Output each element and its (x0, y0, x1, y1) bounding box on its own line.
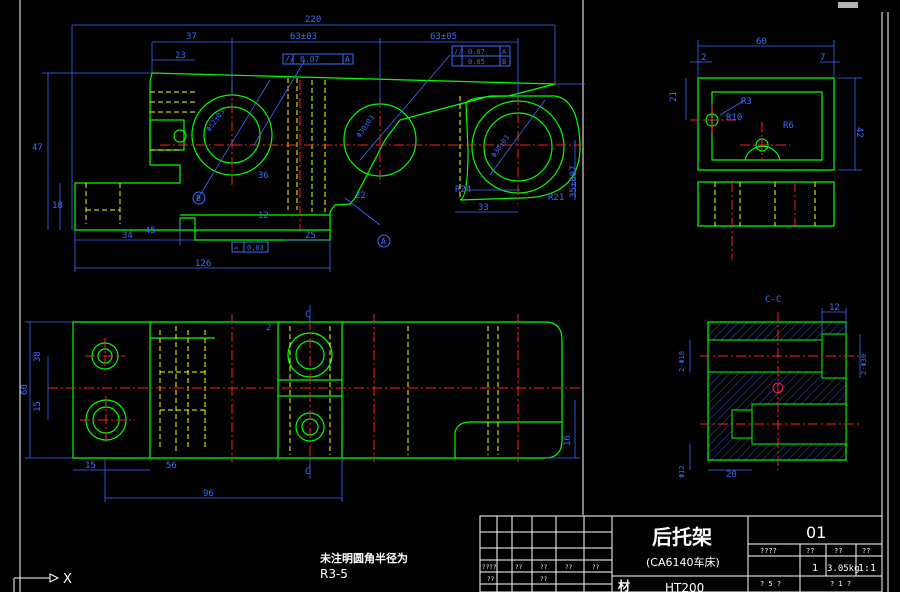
ucs-x-label: X (63, 572, 72, 587)
side-dim-7: 7 (820, 53, 825, 63)
dim-r24: R24 (455, 185, 471, 195)
fcf-flatness: ▱ 0.03 (231, 241, 269, 253)
fcf-parallel-a-value: 0.07 (300, 55, 319, 64)
dim-45: 45 (145, 226, 156, 236)
left-mark-3: ?? (540, 564, 548, 571)
datum-b-marker: B (192, 191, 206, 205)
svg-text:Φ30±03: Φ30±03 (490, 134, 511, 159)
section-dim-12: 12 (829, 303, 840, 313)
top-dim-w15: 15 (85, 461, 96, 471)
top-view: 60 38 15 15 56 96 16 2 C C (20, 305, 580, 502)
section-title: C-C (765, 295, 781, 305)
note-line-2: R3-5 (320, 567, 348, 581)
dim-r21: R21 (548, 193, 564, 203)
row-mark-3: ?? (834, 547, 842, 555)
top-dim-56: 56 (166, 461, 177, 471)
svg-text:A: A (381, 237, 386, 246)
left-mark-5: ?? (592, 564, 600, 571)
dim-47: 47 (32, 143, 43, 153)
row-mark-2: ?? (806, 547, 814, 555)
top-dim-15: 15 (33, 401, 43, 412)
left-mark-1: ???? (482, 564, 497, 571)
quantity: 1 (812, 563, 818, 574)
top-dim-38: 38 (33, 351, 43, 362)
dim-22: 22 (355, 191, 366, 201)
scale: 1:1 (858, 563, 876, 574)
dim-23: 23 (175, 51, 186, 61)
svg-text://: // (454, 48, 462, 56)
fcf-tol-top: 0.07 (468, 48, 485, 56)
left-mark-4: ?? (565, 564, 573, 571)
svg-text:Φ30±03: Φ30±03 (355, 114, 376, 139)
fcf-parallel-a: // 0.07 A (282, 53, 354, 65)
top-c-label-bottom: C (305, 467, 310, 477)
dim-18: 18 (52, 201, 63, 211)
svg-text:??: ?? (540, 576, 548, 583)
drawing-number: 01 (806, 523, 826, 542)
weight: 3.05kg (827, 564, 860, 574)
top-dim-96: 96 (203, 489, 214, 499)
dim-37: 37 (186, 32, 197, 42)
material-label: 材 (617, 578, 630, 592)
side-dim-60: 60 (756, 37, 767, 47)
dim-63a: 63±03 (290, 32, 317, 42)
note-line-1: 未注明圆角半径为 (319, 551, 408, 565)
dim-overall-width: 220 (305, 15, 321, 25)
section-dim-d18a: 2-Φ18 (678, 351, 686, 372)
dim-126: 126 (195, 259, 211, 269)
fcf-tol-bottom: 0.05 (468, 58, 485, 66)
svg-text:▱: ▱ (234, 244, 239, 252)
machine-name: (CA6140车床) (646, 555, 720, 569)
front-dim-text: 220 37 63±03 63±05 23 47 18 34 45 25 126… (32, 15, 579, 269)
section-dim-d18b: 2-Φ30 (860, 354, 868, 375)
section-dim-d12: Φ12 (678, 465, 686, 478)
dim-25: 25 (305, 231, 316, 241)
dim-36: 36 (258, 171, 269, 181)
section-view: C-C 12 20 2-Φ18 2-Φ30 Φ12 (678, 295, 868, 480)
svg-text:B: B (196, 194, 201, 203)
fcf-double: // 0.07 A 0.05 B (451, 45, 511, 67)
side-dim-r10: R10 (726, 113, 742, 123)
side-dim-r6: R6 (783, 121, 794, 131)
top-c-label-top: C (305, 310, 310, 320)
notes: 未注明圆角半径为 R3-5 (319, 551, 408, 581)
row-mark-1: ???? (760, 547, 777, 555)
dim-34: 34 (122, 231, 133, 241)
front-dimensions (42, 24, 585, 272)
side-view: 60 2 7 42 21 R3 R6 R10 (669, 37, 864, 260)
section-dim-20: 20 (726, 470, 737, 480)
ucs-axis-icon: X (13, 572, 72, 592)
fcf-tol-top-ref: A (502, 48, 507, 56)
dim-12: 12 (258, 211, 269, 221)
top-dim-2: 2 (266, 323, 271, 333)
top-dim-16: 16 (563, 435, 573, 446)
fcf-flatness-value: 0.03 (247, 244, 264, 252)
part-name: 后托架 (652, 525, 712, 549)
side-dim-2: 2 (701, 53, 706, 63)
fcf-tol-bottom-ref: B (502, 58, 506, 66)
side-dim-42: 42 (854, 127, 864, 138)
row-mark-4: ?? (862, 547, 870, 555)
left-mark-2: ?? (515, 564, 523, 571)
viewport-corner-icon (838, 2, 858, 8)
dim-tol-right: 35±007 (569, 165, 579, 198)
front-outline (74, 72, 581, 241)
dim-33: 33 (478, 203, 489, 213)
drawing-frame (19, 0, 889, 592)
dim-63b: 63±05 (430, 32, 457, 42)
svg-text://: // (285, 55, 295, 64)
side-dim-21: 21 (669, 91, 679, 102)
sheet-index: ? 1 ? (830, 580, 851, 588)
side-dim-r3: R3 (741, 97, 752, 107)
material: HT200 (665, 581, 704, 592)
front-view: 220 37 63±03 63±05 23 47 18 34 45 25 126… (32, 15, 585, 272)
svg-text:??: ?? (487, 576, 495, 583)
sheet-count: ? 5 ? (760, 580, 781, 588)
title-block: 后托架 (CA6140车床) 01 ???? ?? ?? ?? 1 3.05kg… (479, 515, 883, 592)
fcf-parallel-a-ref: A (345, 55, 350, 64)
datum-a-marker: A (377, 234, 391, 248)
front-hidden-lines (85, 78, 461, 224)
top-dim-60: 60 (20, 384, 30, 395)
